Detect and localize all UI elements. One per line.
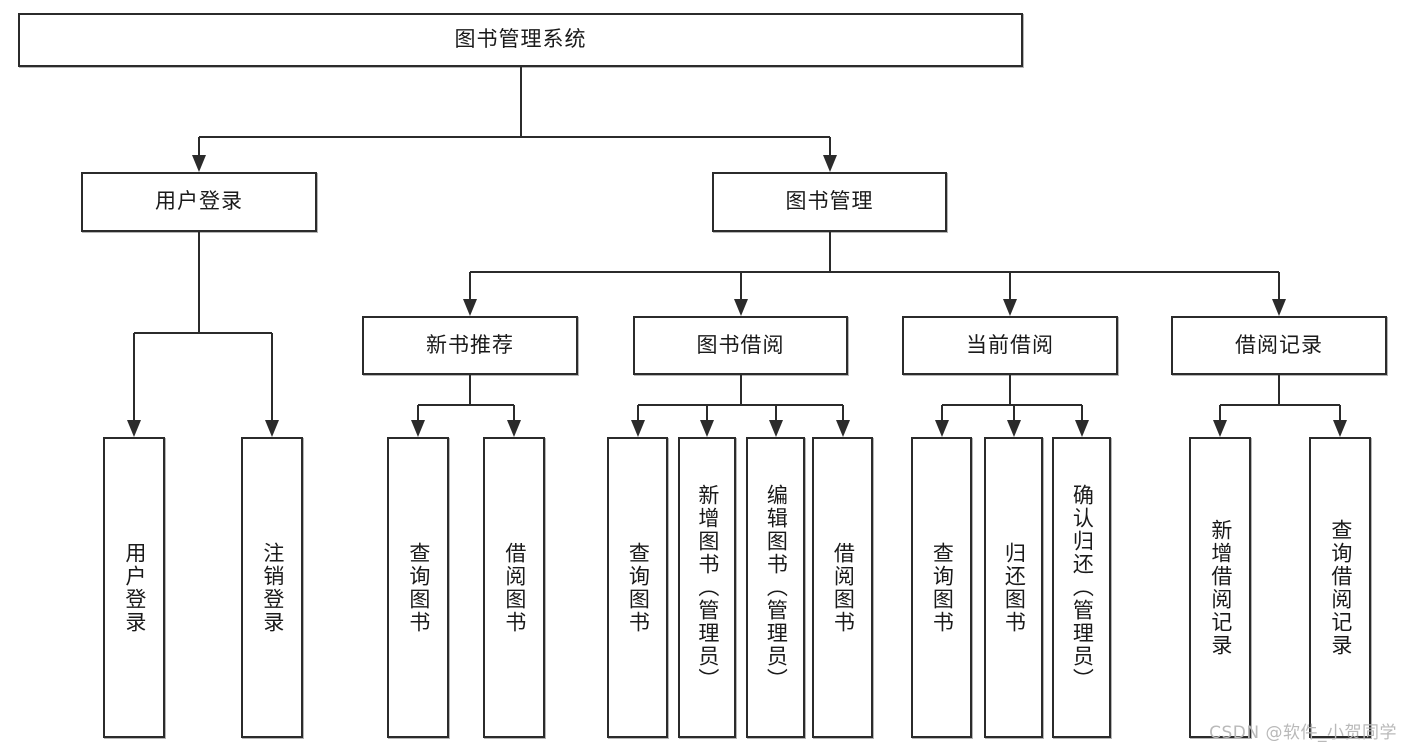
root-to-level2-bus [199,136,830,138]
book-manage-to-level3-arrowhead-1 [733,299,748,316]
book-manage-to-level3-drop-3 [1278,272,1280,299]
node-label: 图书借阅 [696,332,785,357]
node-leaf-logout[interactable]: 注销登录 [241,437,303,738]
node-leaf-query-borrow-record[interactable]: 查询借阅记录 [1309,437,1371,738]
current-borrow-to-leaves-drop-1 [1012,405,1015,420]
book-manage-to-level3-arrowhead-0 [463,299,477,316]
root-to-level2-arrowhead-1 [822,155,837,172]
user-login-to-leaves-drop-0 [133,333,135,420]
node-leaf-query-book-recommend[interactable]: 查询图书 [387,437,449,738]
new-book-recommend-to-leaves-arrowhead-1 [507,420,521,437]
current-borrow-to-leaves-arrowhead-2 [1074,420,1089,437]
root-to-level2-stem [519,67,522,137]
book-borrow-to-leaves-bus [637,404,843,406]
book-borrow-to-leaves-drop-3 [841,405,844,420]
user-login-to-leaves-drop-1 [271,333,273,420]
book-borrow-to-leaves-arrowhead-0 [630,420,645,437]
current-borrow-to-leaves-arrowhead-0 [934,420,949,437]
book-manage-to-level3-arrowhead-2 [1003,299,1017,316]
root-to-level2-arrowhead-0 [192,155,206,172]
node-label: 新增图书（管理员） [695,484,720,691]
node-leaf-edit-book-admin[interactable]: 编辑图书（管理员） [746,437,805,738]
node-label: 归还图书 [1002,541,1027,634]
node-label: 编辑图书（管理员） [764,484,789,691]
new-book-recommend-to-leaves-drop-0 [417,405,419,420]
new-book-recommend-to-leaves-arrowhead-0 [411,420,425,437]
book-borrow-to-leaves-arrowhead-2 [768,420,783,437]
borrow-record-to-leaves-arrowhead-0 [1213,420,1227,437]
book-manage-to-level3-drop-2 [1009,272,1011,299]
node-label: 图书管理 [785,189,874,214]
book-borrow-to-leaves-stem [739,375,742,405]
node-label: 新增借阅记录 [1208,518,1233,657]
node-borrow-record[interactable]: 借阅记录 [1171,316,1387,375]
node-book-borrow[interactable]: 图书借阅 [633,316,848,375]
node-label: 确认归还（管理员） [1070,484,1095,691]
user-login-to-leaves-bus [134,332,272,334]
node-leaf-query-book-borrow[interactable]: 查询图书 [607,437,668,738]
node-leaf-confirm-return-admin[interactable]: 确认归还（管理员） [1052,437,1111,738]
watermark-text: CSDN @软件_小贺同学 [1209,723,1397,743]
book-manage-to-level3-drop-0 [469,272,471,299]
node-leaf-return-book[interactable]: 归还图书 [984,437,1043,738]
node-leaf-borrow-book-recommend[interactable]: 借阅图书 [483,437,545,738]
node-label: 当前借阅 [966,332,1054,357]
new-book-recommend-to-leaves-bus [418,404,514,406]
node-label: 查询图书 [930,541,955,634]
user-login-to-leaves-arrowhead-1 [265,420,279,437]
node-label: 借阅图书 [502,541,527,634]
book-borrow-to-leaves-drop-1 [706,405,708,420]
node-book-manage[interactable]: 图书管理 [712,172,947,232]
root-to-level2-drop-0 [198,137,200,155]
node-leaf-query-book-current[interactable]: 查询图书 [911,437,972,738]
current-borrow-to-leaves-arrowhead-1 [1006,420,1021,437]
node-label: 注销登录 [260,541,285,634]
node-label: 新书推荐 [426,332,514,357]
current-borrow-to-leaves-stem [1009,375,1011,405]
current-borrow-to-leaves-drop-2 [1080,405,1083,420]
node-label: 用户登录 [122,541,147,634]
book-borrow-to-leaves-drop-0 [636,405,639,420]
user-login-to-leaves-arrowhead-0 [127,420,141,437]
root-to-level2-drop-1 [828,137,831,155]
node-label: 借阅记录 [1235,332,1323,357]
book-manage-to-level3-stem [828,232,831,272]
node-leaf-add-book-admin[interactable]: 新增图书（管理员） [678,437,736,738]
node-label: 查询借阅记录 [1328,518,1353,657]
user-login-to-leaves-stem [198,232,200,333]
node-leaf-borrow-book[interactable]: 借阅图书 [812,437,873,738]
borrow-record-to-leaves-bus [1220,404,1340,406]
new-book-recommend-to-leaves-stem [469,375,471,405]
book-borrow-to-leaves-drop-2 [774,405,777,420]
node-label: 借阅图书 [831,541,856,634]
node-label: 图书管理系统 [454,27,587,52]
book-manage-to-level3-bus [470,271,1279,273]
borrow-record-to-leaves-drop-1 [1339,405,1341,420]
node-new-book-recommend[interactable]: 新书推荐 [362,316,578,375]
book-manage-to-level3-arrowhead-3 [1272,299,1286,316]
node-user-login[interactable]: 用户登录 [81,172,317,232]
node-label: 用户登录 [155,189,243,214]
node-current-borrow[interactable]: 当前借阅 [902,316,1118,375]
borrow-record-to-leaves-arrowhead-1 [1333,420,1347,437]
borrow-record-to-leaves-drop-0 [1219,405,1221,420]
current-borrow-to-leaves-bus [941,404,1082,406]
book-borrow-to-leaves-arrowhead-1 [700,420,714,437]
node-leaf-add-borrow-record[interactable]: 新增借阅记录 [1189,437,1251,738]
node-root-system[interactable]: 图书管理系统 [18,13,1023,67]
book-borrow-to-leaves-arrowhead-3 [835,420,850,437]
node-label: 查询图书 [626,541,651,634]
node-label: 查询图书 [406,541,431,634]
book-manage-to-level3-drop-1 [739,272,742,299]
borrow-record-to-leaves-stem [1278,375,1280,405]
current-borrow-to-leaves-drop-0 [940,405,943,420]
new-book-recommend-to-leaves-drop-1 [513,405,515,420]
node-leaf-user-login[interactable]: 用户登录 [103,437,165,738]
